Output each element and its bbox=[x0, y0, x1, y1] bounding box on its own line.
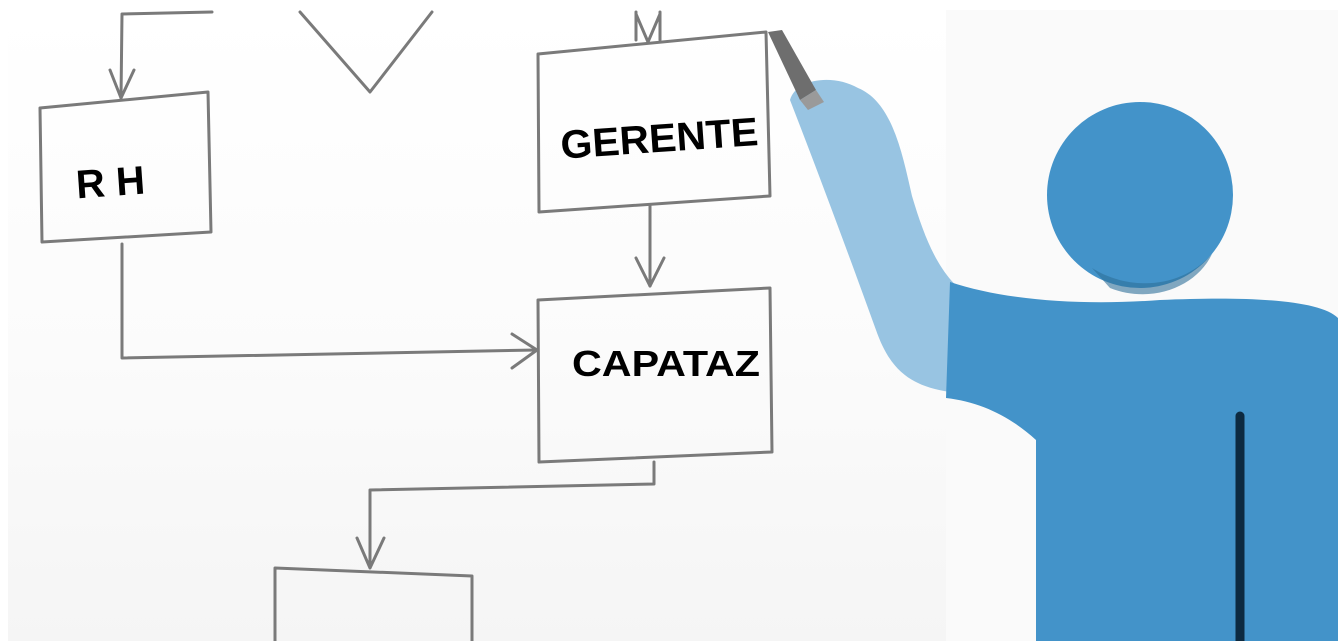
capataz-label: CAPATAZ bbox=[572, 343, 760, 384]
marker-pen-icon bbox=[768, 30, 824, 110]
decision-shape bbox=[298, 10, 434, 94]
bottom-box bbox=[273, 566, 474, 641]
capataz-box bbox=[536, 286, 774, 464]
arrowhead-capataz-top bbox=[634, 256, 666, 288]
connector-top-to-rh bbox=[119, 10, 214, 100]
arrowhead-rh bbox=[108, 68, 136, 100]
raised-arm bbox=[790, 79, 975, 392]
connector-capataz-to-bottom bbox=[368, 460, 656, 568]
arrowhead-capataz-left bbox=[510, 332, 539, 370]
whiteboard bbox=[8, 10, 946, 641]
gerente-box bbox=[536, 30, 772, 214]
rh-label: R H bbox=[75, 159, 147, 208]
rh-box bbox=[38, 90, 213, 244]
head-shadow bbox=[1092, 254, 1212, 295]
connector-rh-to-capataz bbox=[120, 242, 538, 360]
arrowhead-bottom bbox=[355, 536, 386, 570]
person-body bbox=[946, 282, 1338, 641]
person-head bbox=[1047, 102, 1233, 288]
